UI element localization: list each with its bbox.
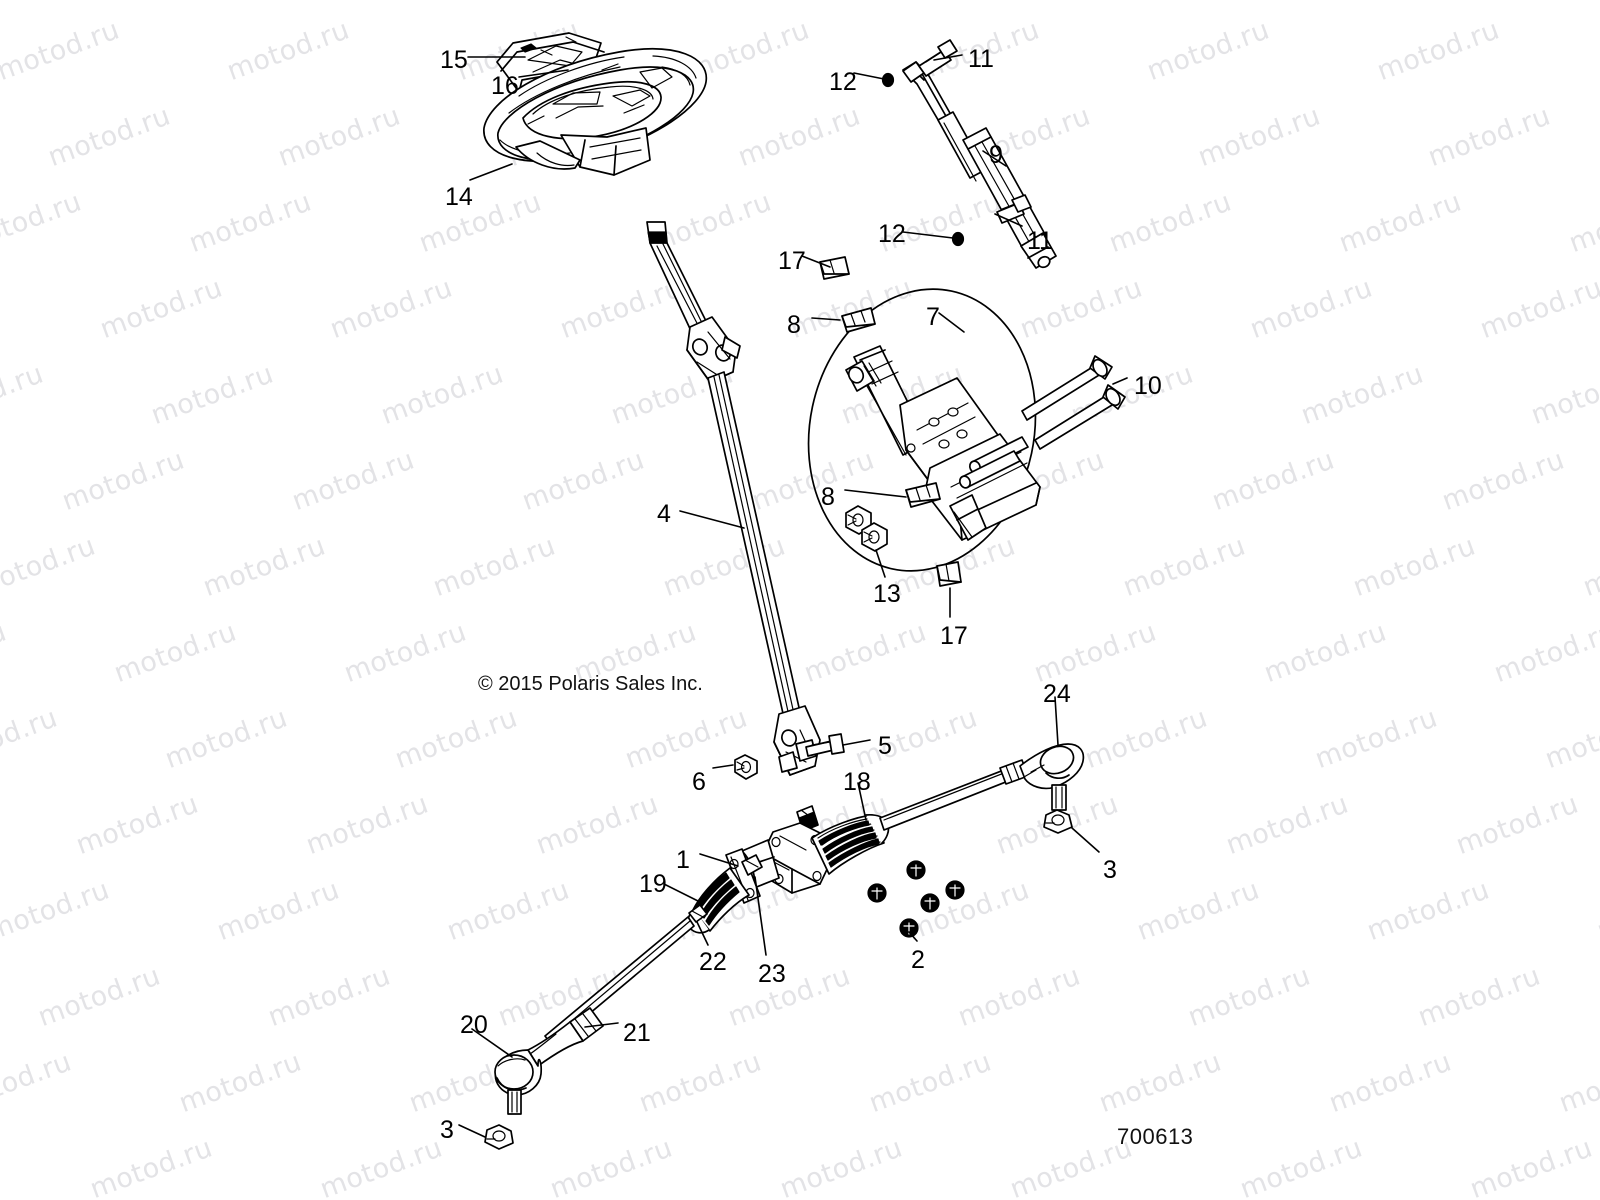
leader-2 [908,931,918,942]
callout-tie-rod-nut-upper: 3 [1103,856,1117,884]
leader-1 [699,853,739,867]
bracket-bolt-10-a [1021,355,1113,421]
rack-boot-18 [811,813,890,875]
tie-rod-nut-3a [1043,809,1073,834]
callout-gas-strut-damper: 9 [989,141,1003,169]
boot-clamp-23 [741,854,763,876]
steering-wheel-group [483,32,708,176]
leader-18 [857,782,867,821]
leader-8a [811,317,841,321]
strut-clip-12-lower [951,231,965,247]
callout-rack-mount-bolts: 2 [911,946,925,974]
boot-clamp-22 [688,904,708,923]
leader-6 [712,764,734,769]
callout-strut-clip-lower: 12 [878,220,906,248]
callout-boot-clamp-small: 22 [699,948,727,976]
leader-4 [679,510,745,529]
diagram-part-number: 700613 [1117,1124,1194,1149]
lower-tie-rod-group [484,1007,604,1150]
pinch-nut-6 [734,754,758,780]
leader-5 [842,739,871,746]
leader-20 [471,1028,513,1058]
bushing-8-upper [841,307,876,333]
callout-strut-bolt-upper: 11 [968,45,994,73]
callout-bushing-upper: 8 [787,311,801,339]
callout-spacer-upper: 17 [778,247,806,275]
callout-emblem-clip: 16 [491,72,519,100]
steering-wheel-14 [483,48,708,176]
leader-22 [696,921,709,946]
strut-clip-12-upper [881,72,895,88]
support-bracket-group [807,288,1041,572]
leader-21 [584,1022,619,1028]
leader-23 [754,876,767,956]
rack-and-pinion-group [544,743,1085,1046]
bracket-bolt-10-b [1034,384,1126,450]
tie-rod-nut-3b [484,1124,514,1150]
leader-3a [1071,827,1100,853]
callout-bushing-lower: 8 [821,483,835,511]
callout-tie-rod-end-outer: 24 [1043,680,1071,708]
callout-u-joint-pinch-bolt: 5 [878,732,892,760]
strut-bolt-11-upper [902,39,958,83]
leader-3b [458,1124,486,1138]
leader-17a [801,255,831,268]
pinch-bolt-5 [805,733,845,757]
callout-boot-clamp-large: 23 [758,960,786,988]
callout-tie-rod-end-inner: 20 [460,1011,488,1039]
leader-9 [982,150,1007,167]
callout-steering-rack-gearbox: 1 [676,846,690,874]
callout-rack-boot-right: 18 [843,768,871,796]
leader-12b [902,231,954,239]
bushing-8-lower [905,482,941,508]
callout-tie-rod: 21 [623,1019,651,1047]
spacer-17-upper [819,256,850,280]
leader-10 [1112,377,1128,385]
spacer-17-lower [936,561,962,587]
leader-13 [875,549,886,578]
main-shaft-4 [707,371,801,719]
rack-bolts-2 [867,860,965,938]
leader-8b [844,489,907,498]
leader-7 [938,312,965,333]
callout-steering-shaft: 4 [657,500,671,528]
callout-bracket-bolts: 10 [1134,372,1162,400]
u-joint-upper [686,316,741,383]
callout-tie-rod-nut-lower: 3 [440,1116,454,1144]
callout-rack-boot-left: 19 [639,870,667,898]
callout-spacer-lower: 17 [940,622,968,650]
callout-strut-bolt-lower: 11 [1027,227,1053,255]
leader-11a [933,54,963,61]
leader-12a [853,72,885,80]
callout-flange-nuts: 13 [873,580,901,608]
leader-24 [1054,696,1059,746]
u-joint-lower [773,705,821,776]
leader-14 [469,163,513,181]
bracket-callout-ellipse [807,288,1037,572]
tie-rod-end-24 [1019,743,1085,811]
callout-steering-wheel: 14 [445,183,473,211]
callout-strut-clip-upper: 12 [829,68,857,96]
callout-u-joint-nut: 6 [692,768,706,796]
callout-steering-support-bracket: 7 [926,303,940,331]
flange-nut-13-b [861,522,888,552]
leader-11b [994,213,1023,227]
copyright-notice: © 2015 Polaris Sales Inc. [478,673,703,695]
leader-19 [663,883,703,904]
leader-16 [518,69,569,78]
callout-steering-wheel-cover-pad: 15 [440,46,468,74]
